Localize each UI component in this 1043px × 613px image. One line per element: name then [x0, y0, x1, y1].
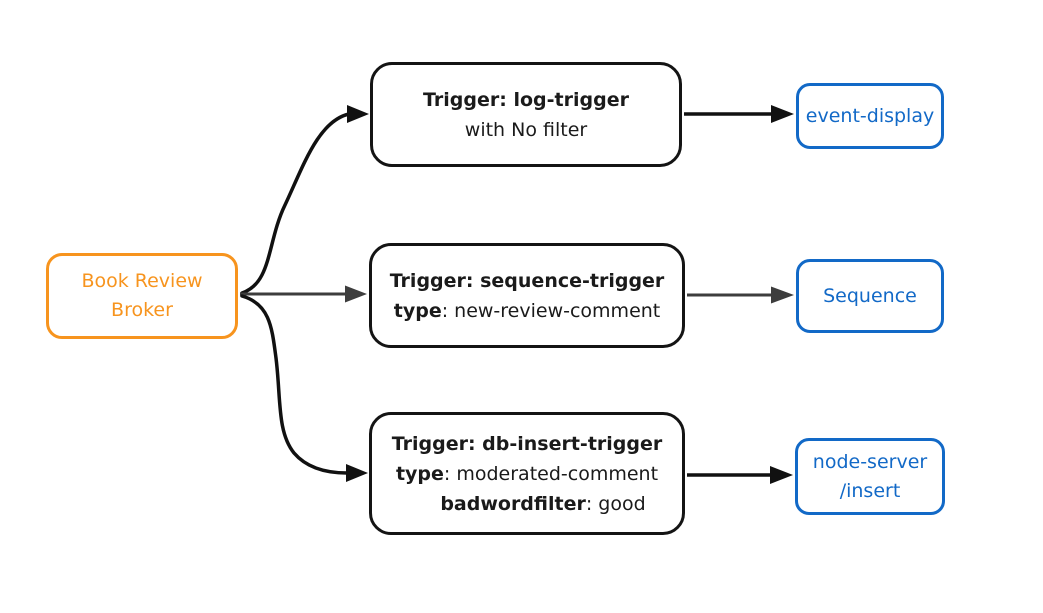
sink-node-sequence: Sequence [796, 259, 944, 333]
sink-label: node-server [812, 450, 928, 473]
trigger-node-db-insert-trigger: Trigger: db-insert-trigger type: moderat… [369, 412, 685, 535]
trigger-node-sequence-trigger: Trigger: sequence-trigger type: new-revi… [369, 243, 685, 348]
trigger-detail: badwordfilter: good [440, 492, 646, 515]
trigger-detail: type: moderated-comment [395, 462, 659, 485]
sink-node-node-server-insert: node-server /insert [795, 438, 945, 515]
arrowhead [346, 464, 368, 482]
trigger-title: Trigger: log-trigger [423, 88, 629, 111]
edge-sequence-trigger-to-sequence [687, 286, 794, 304]
arrowhead [771, 286, 794, 304]
edge-broker-to-db-insert-trigger [240, 294, 368, 482]
arrowhead [345, 285, 367, 303]
sink-label: event-display [805, 104, 935, 127]
sink-label: Sequence [823, 284, 917, 307]
arrowhead [347, 105, 369, 123]
arrowhead [771, 105, 794, 123]
trigger-title: Trigger: db-insert-trigger [391, 432, 663, 455]
broker-label-line: Broker [111, 299, 173, 321]
edge-broker-to-sequence-trigger [240, 285, 367, 303]
sink-label: /insert [839, 479, 901, 502]
arrowhead [770, 466, 793, 484]
edge-broker-to-log-trigger [240, 105, 369, 295]
sink-node-event-display: event-display [796, 83, 944, 149]
edge-db-insert-trigger-to-node-server [687, 466, 793, 484]
trigger-title: Trigger: sequence-trigger [389, 269, 665, 292]
trigger-detail: with No filter [464, 118, 588, 141]
edge-log-trigger-to-event-display [684, 105, 794, 123]
broker-label-line: Book Review [81, 270, 203, 292]
trigger-node-log-trigger: Trigger: log-trigger with No filter [370, 62, 682, 167]
broker-node: Book Review Broker [46, 253, 238, 339]
trigger-detail: type: new-review-comment [393, 299, 661, 322]
